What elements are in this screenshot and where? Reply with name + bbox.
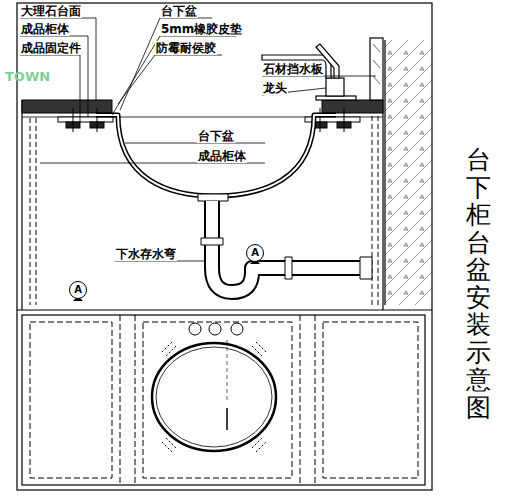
drain-trap [360, 257, 372, 279]
leader-lines [125, 143, 265, 144]
marble-countertop [373, 44, 380, 84]
faucet [326, 78, 344, 96]
part-label: 下水存水弯 [115, 247, 177, 261]
plan-view [152, 343, 276, 451]
wall-section [385, 40, 432, 305]
rubber-pad-and-fixings [320, 108, 321, 132]
plan-view [162, 342, 176, 356]
plan-view [252, 342, 266, 356]
section-mark: A [246, 244, 264, 262]
plan-view [226, 408, 228, 430]
wall-section [385, 40, 432, 305]
plan-view [120, 315, 121, 485]
cabinet-body [30, 118, 31, 305]
cabinet-body [21, 100, 22, 310]
part-label: 成品柜体 [197, 149, 247, 163]
plan-view [162, 342, 266, 452]
rubber-pad-and-fixings [73, 108, 74, 132]
leader-lines [112, 36, 236, 115]
plan-view [189, 323, 201, 335]
plan-view [209, 323, 221, 335]
undermount-basin [96, 115, 336, 196]
plan-view [30, 315, 418, 485]
drain-trap [285, 257, 292, 279]
cabinet-body [22, 100, 383, 310]
plan-view [300, 315, 301, 485]
cabinet-body [36, 118, 37, 305]
section-letter: A [74, 285, 82, 295]
drain-trap [201, 238, 223, 245]
plan-view [162, 438, 176, 452]
part-label: 成品柜体 [20, 22, 70, 36]
cabinet-body [382, 100, 383, 310]
faucet [262, 44, 356, 100]
leader-lines [20, 18, 376, 261]
part-label: 大理石台面 [20, 4, 82, 18]
leader-lines [20, 55, 80, 122]
section-mark-triangles [73, 259, 260, 301]
faucet [262, 55, 331, 78]
part-label: 防霉耐侯胶 [155, 41, 217, 55]
section-mark: A [69, 281, 87, 299]
plan-view [22, 315, 425, 485]
plan-view [323, 322, 418, 478]
cabinet-body [378, 116, 379, 305]
outer-frame [17, 3, 432, 490]
plan-view [252, 438, 266, 452]
watermark: TOWN [4, 70, 51, 84]
part-label: 石材挡水板 [262, 62, 324, 76]
drawing-title: 台下柜台盆安装示意图 [466, 146, 491, 421]
undermount-basin [96, 115, 336, 196]
marble-countertop [22, 100, 112, 113]
part-label: 龙头 [262, 81, 288, 95]
drain-trap [198, 194, 228, 201]
plan-view [143, 322, 292, 478]
leader-lines [20, 18, 96, 100]
part-label: 台下盆 [160, 4, 198, 18]
drain-trap [212, 201, 372, 292]
plan-view [227, 340, 228, 400]
drain-trap [212, 201, 372, 292]
marble-countertop [322, 100, 383, 113]
plan-view [156, 347, 272, 447]
part-label: 5mm橡胶皮垫 [160, 22, 243, 36]
outer-frame [17, 3, 432, 490]
part-label: 成品固定件 [20, 41, 82, 55]
marble-countertop [370, 38, 383, 100]
rubber-pad-and-fixings [344, 108, 345, 132]
plan-view [22, 315, 425, 485]
outer-frame [17, 309, 432, 310]
plan-view [315, 315, 316, 485]
leader-lines [118, 55, 222, 104]
plan-view [30, 322, 112, 478]
wall-section [384, 40, 385, 305]
rubber-pad-and-fixings [97, 108, 98, 132]
section-letter: A [251, 248, 259, 258]
drain-trap [198, 194, 372, 292]
plan-view [231, 323, 243, 335]
undermount-basin [96, 115, 336, 196]
rubber-pad-and-fixings [58, 117, 113, 122]
plan-view [135, 315, 136, 485]
part-label: 台下盆 [197, 129, 235, 143]
